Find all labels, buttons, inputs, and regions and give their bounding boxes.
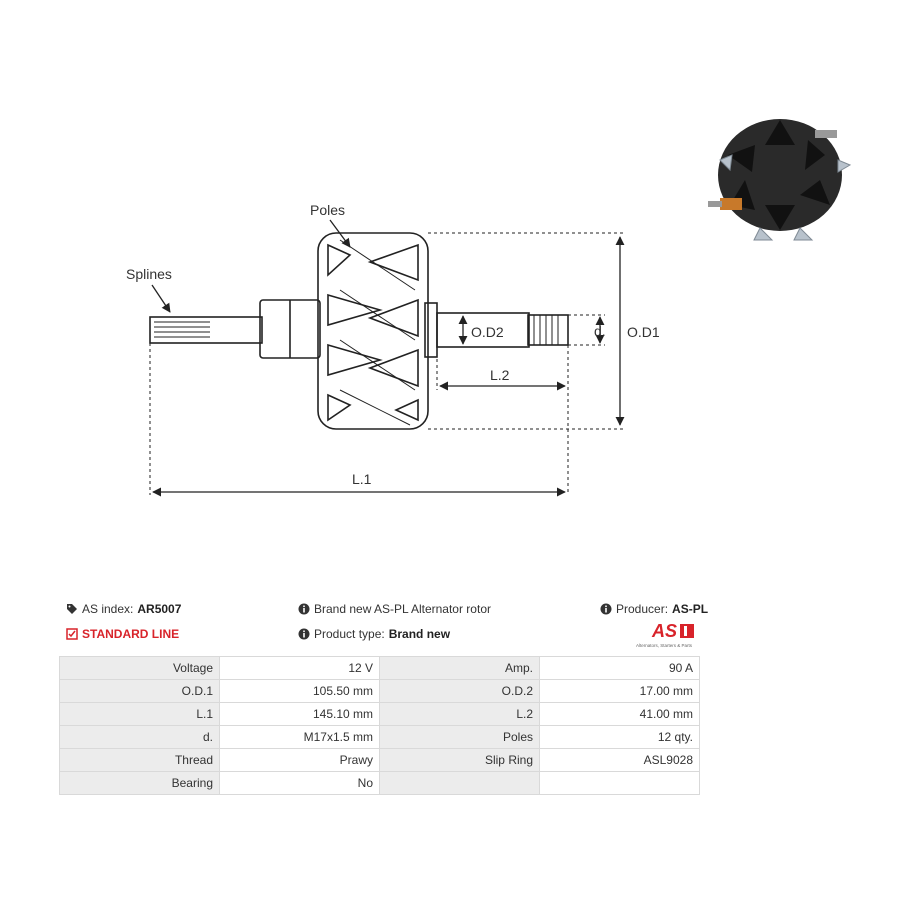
- check-square-icon: [66, 628, 78, 640]
- l2-label: L.2: [490, 367, 510, 383]
- spec-key: d.: [59, 725, 220, 749]
- rotor-technical-drawing: Splines Poles O.D2 d. O.D1 L.2 L.1: [126, 202, 660, 497]
- threaded-end: [527, 314, 569, 346]
- spec-value: 41.00 mm: [539, 702, 700, 726]
- info-circle-icon: [298, 628, 310, 640]
- spec-key: [379, 771, 540, 795]
- svg-text:Alternators, Starters & Parts: Alternators, Starters & Parts: [636, 643, 693, 648]
- alternator-rotor-photo: [708, 119, 852, 241]
- spec-value: 105.50 mm: [219, 679, 380, 703]
- producer: Producer: AS-PL: [600, 602, 708, 616]
- svg-text:AS: AS: [651, 621, 677, 641]
- splines-leader: [151, 284, 171, 313]
- spec-value: M17x1.5 mm: [219, 725, 380, 749]
- spec-value: Prawy: [219, 748, 380, 772]
- as-pl-logo: AS Alternators, Starters & Parts: [636, 621, 694, 648]
- as-index: AS index: AR5007: [66, 602, 181, 616]
- product-type: Product type: Brand new: [298, 627, 450, 641]
- spec-value: 12 qty.: [539, 725, 700, 749]
- tags-icon: [67, 604, 77, 614]
- as-index-value: AR5007: [137, 602, 182, 616]
- spec-key: Poles: [379, 725, 540, 749]
- producer-value: AS-PL: [672, 602, 709, 616]
- spec-key: L.2: [379, 702, 540, 726]
- standard-line-label: STANDARD LINE: [82, 627, 180, 641]
- spec-key: O.D.2: [379, 679, 540, 703]
- spec-value: No: [219, 771, 380, 795]
- producer-label: Producer:: [616, 602, 669, 616]
- collar: [424, 302, 438, 358]
- l1-label: L.1: [352, 471, 372, 487]
- spec-key: O.D.1: [59, 679, 220, 703]
- od1-label: O.D1: [627, 324, 660, 340]
- splined-shaft: [149, 316, 263, 344]
- spec-key: L.1: [59, 702, 220, 726]
- info-circle-icon: [298, 603, 310, 615]
- od2-label: O.D2: [471, 324, 504, 340]
- claw-pole-left: [327, 243, 383, 422]
- spec-key: Amp.: [379, 656, 540, 680]
- spec-key: Bearing: [59, 771, 220, 795]
- spec-value: [539, 771, 700, 795]
- product-type-value: Brand new: [388, 627, 451, 641]
- description: Brand new AS-PL Alternator rotor: [298, 602, 491, 616]
- spec-key: Thread: [59, 748, 220, 772]
- spec-value: 17.00 mm: [539, 679, 700, 703]
- front-shaft: [436, 312, 530, 348]
- d-label: d.: [594, 323, 606, 339]
- product-info: AS index: AR5007 STANDARD LINE Brand new…: [60, 600, 708, 650]
- product-type-label: Product type:: [314, 627, 385, 641]
- spec-value: 12 V: [219, 656, 380, 680]
- spec-value: 145.10 mm: [219, 702, 380, 726]
- spec-key: Voltage: [59, 656, 220, 680]
- spec-key: Slip Ring: [379, 748, 540, 772]
- standard-line: STANDARD LINE: [66, 627, 179, 641]
- spec-value: ASL9028: [539, 748, 700, 772]
- splines-label: Splines: [126, 266, 172, 282]
- spec-value: 90 A: [539, 656, 700, 680]
- description-text: Brand new AS-PL Alternator rotor: [314, 602, 491, 616]
- pole-body: [317, 232, 429, 430]
- poles-label: Poles: [310, 202, 345, 218]
- poles-leader: [329, 219, 351, 248]
- claw-pole-right: [367, 243, 419, 422]
- as-index-label: AS index:: [82, 602, 134, 616]
- info-circle-icon: [600, 603, 612, 615]
